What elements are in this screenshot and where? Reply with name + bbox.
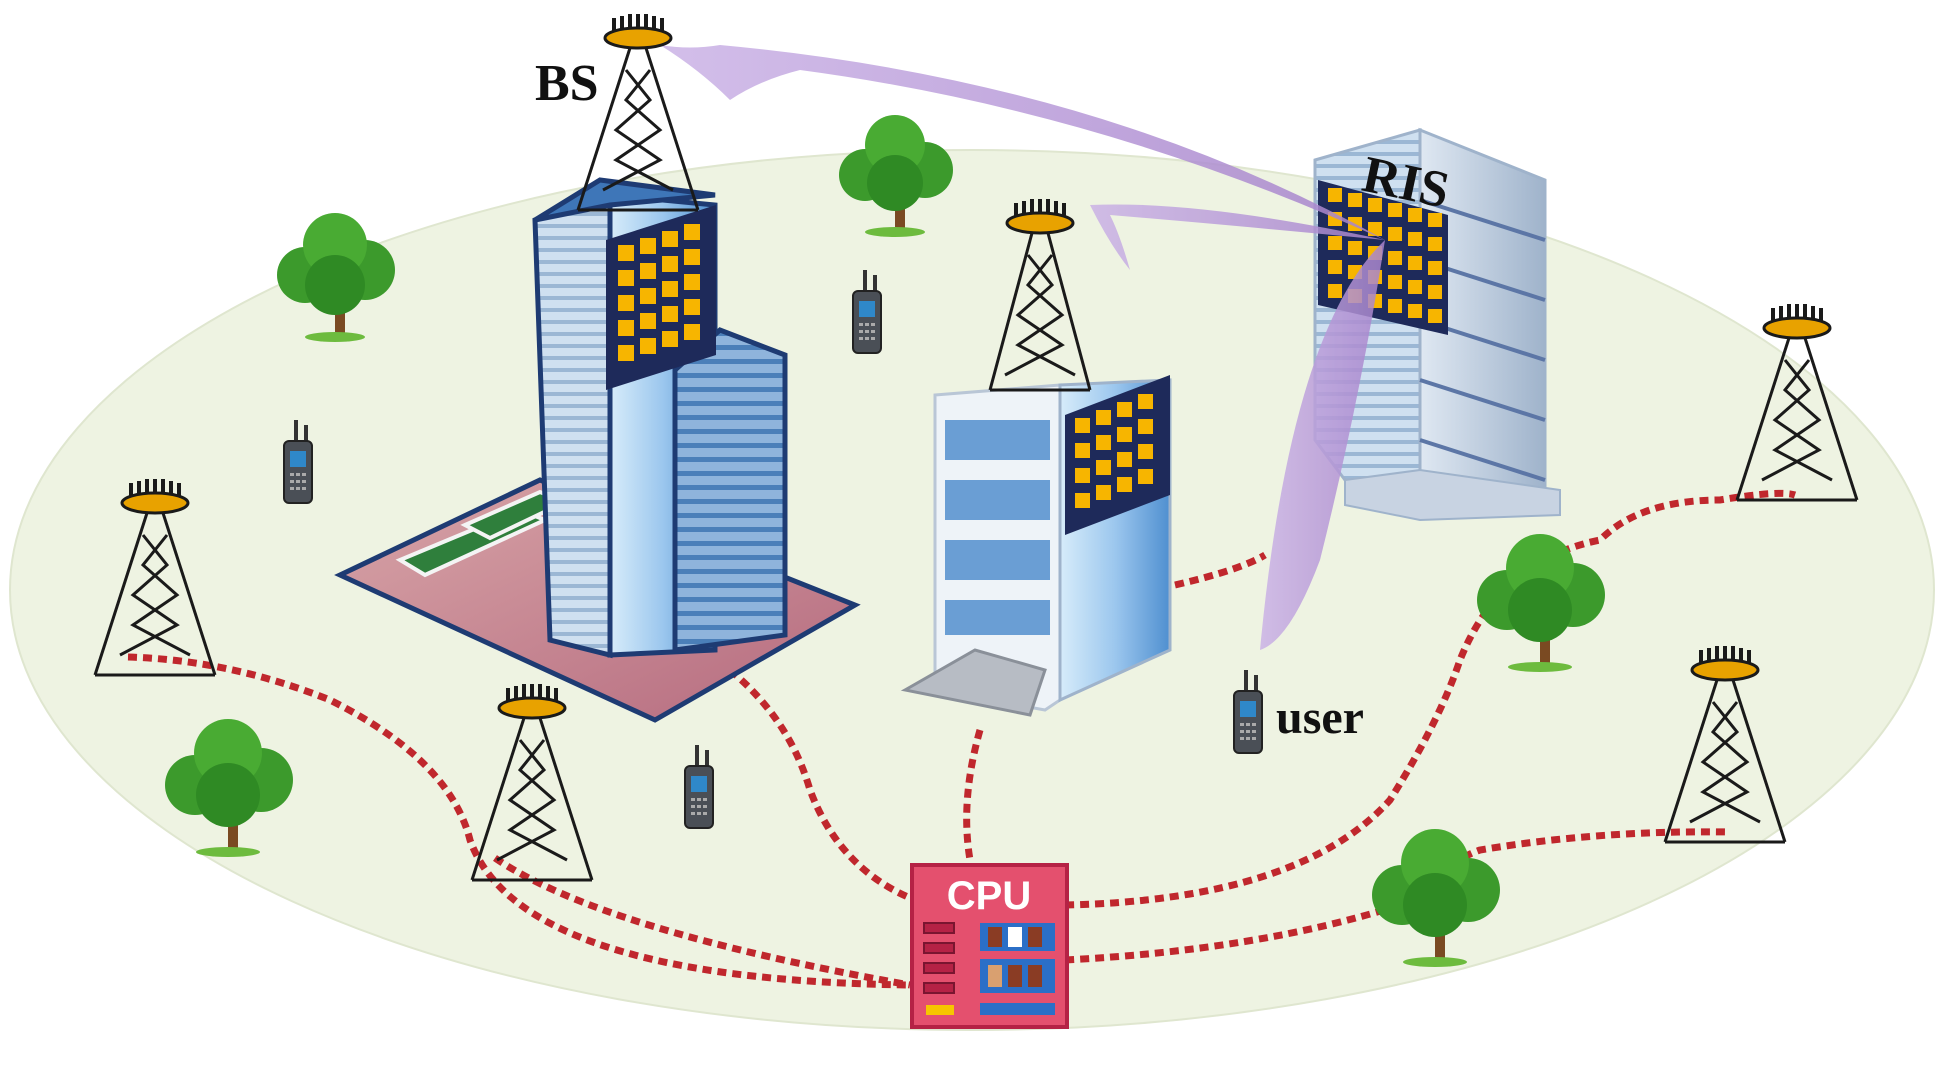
handheld-radio-icon — [1233, 670, 1263, 754]
antenna-tower-icon — [576, 14, 700, 212]
antenna-tower-icon — [988, 199, 1092, 392]
bs-label: BS — [535, 55, 599, 112]
cpu-label: CPU — [947, 874, 1031, 918]
antenna-tower-icon — [1735, 304, 1859, 502]
ris-panel-icon — [606, 205, 716, 390]
antenna-tower-icon — [1663, 646, 1787, 844]
ris-panel-icon — [1065, 375, 1170, 535]
beam-ris-to-user — [1260, 240, 1385, 650]
fronthaul-link — [727, 667, 917, 904]
signal-beams — [660, 45, 1385, 650]
tree-icon — [1372, 829, 1500, 967]
handheld-radio-icon — [684, 745, 714, 829]
user-label: user — [1276, 691, 1364, 744]
building-icon — [900, 375, 1172, 717]
building-icon — [334, 177, 861, 723]
handheld-radio-icon — [283, 420, 313, 504]
beam-ris-to-bs — [660, 45, 1385, 240]
cpu-chip-icon: CPU — [910, 863, 1069, 1029]
fronthaul-link — [493, 855, 911, 989]
antenna-tower-icon — [470, 684, 594, 882]
fronthaul-link — [1064, 489, 1797, 909]
tree-icon — [1477, 534, 1605, 672]
tree-icon — [165, 719, 293, 857]
handheld-radio-icon — [852, 270, 882, 354]
tree-icon — [277, 213, 395, 342]
antenna-tower-icon — [93, 479, 217, 677]
beam-ris-to-ap — [1090, 204, 1385, 270]
fronthaul-link — [963, 729, 984, 861]
fronthaul-link — [127, 653, 911, 989]
tree-icon — [839, 115, 953, 237]
